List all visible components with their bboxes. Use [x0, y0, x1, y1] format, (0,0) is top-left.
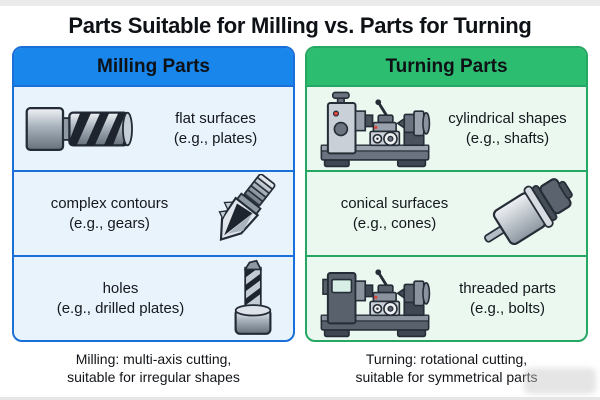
- photo-edge-top: [0, 0, 600, 6]
- comparison-panels: Milling Parts flat: [0, 46, 600, 342]
- milling-row-label-holes: holes (e.g., drilled plates): [56, 280, 185, 317]
- photo-edge-bottom: [0, 397, 600, 400]
- lathe-icon: [317, 260, 433, 338]
- page-title: Parts Suitable for Milling vs. Parts for…: [68, 13, 532, 38]
- milling-cutter-icon: [24, 98, 142, 160]
- milling-panel-header: Milling Parts: [14, 48, 293, 85]
- turning-row-label-threaded-parts: threaded parts (e.g., bolts): [459, 280, 556, 317]
- table-row-milling-holes: holes (e.g., drilled plates): [14, 255, 293, 340]
- table-row-turning-threaded-parts: threaded parts (e.g., bolts): [307, 255, 586, 340]
- table-row-turning-conical-surfaces: conical surfaces (e.g., cones): [307, 170, 586, 255]
- drill-bit-icon: [223, 259, 283, 339]
- end-mill-icon: [201, 173, 283, 254]
- lathe-icon: [317, 90, 433, 168]
- milling-row-label-flat-surfaces: flat surfaces (e.g., plates): [173, 110, 258, 147]
- milling-row-label-complex-contours: complex contours (e.g., gears): [50, 195, 169, 232]
- turning-panel-header: Turning Parts: [307, 48, 586, 85]
- footer-captions: Milling: multi-axis cutting, suitable fo…: [0, 342, 600, 386]
- turning-row-label-conical-surfaces: conical surfaces (e.g., cones): [340, 195, 449, 232]
- watermark: [524, 368, 596, 394]
- table-row-milling-complex-contours: complex contours (e.g., gears): [14, 170, 293, 255]
- turned-part-icon: [478, 176, 576, 252]
- turning-panel: Turning Parts: [305, 46, 588, 342]
- milling-caption: Milling: multi-axis cutting, suitable fo…: [67, 351, 240, 386]
- turning-row-label-cylindrical-shapes: cylindrical shapes (e.g., shafts): [448, 110, 567, 147]
- table-row-turning-cylindrical-shapes: cylindrical shapes (e.g., shafts): [307, 85, 586, 170]
- turning-caption: Turning: rotational cutting, suitable fo…: [355, 351, 538, 386]
- milling-panel: Milling Parts flat: [12, 46, 295, 342]
- table-row-milling-flat-surfaces: flat surfaces (e.g., plates): [14, 85, 293, 170]
